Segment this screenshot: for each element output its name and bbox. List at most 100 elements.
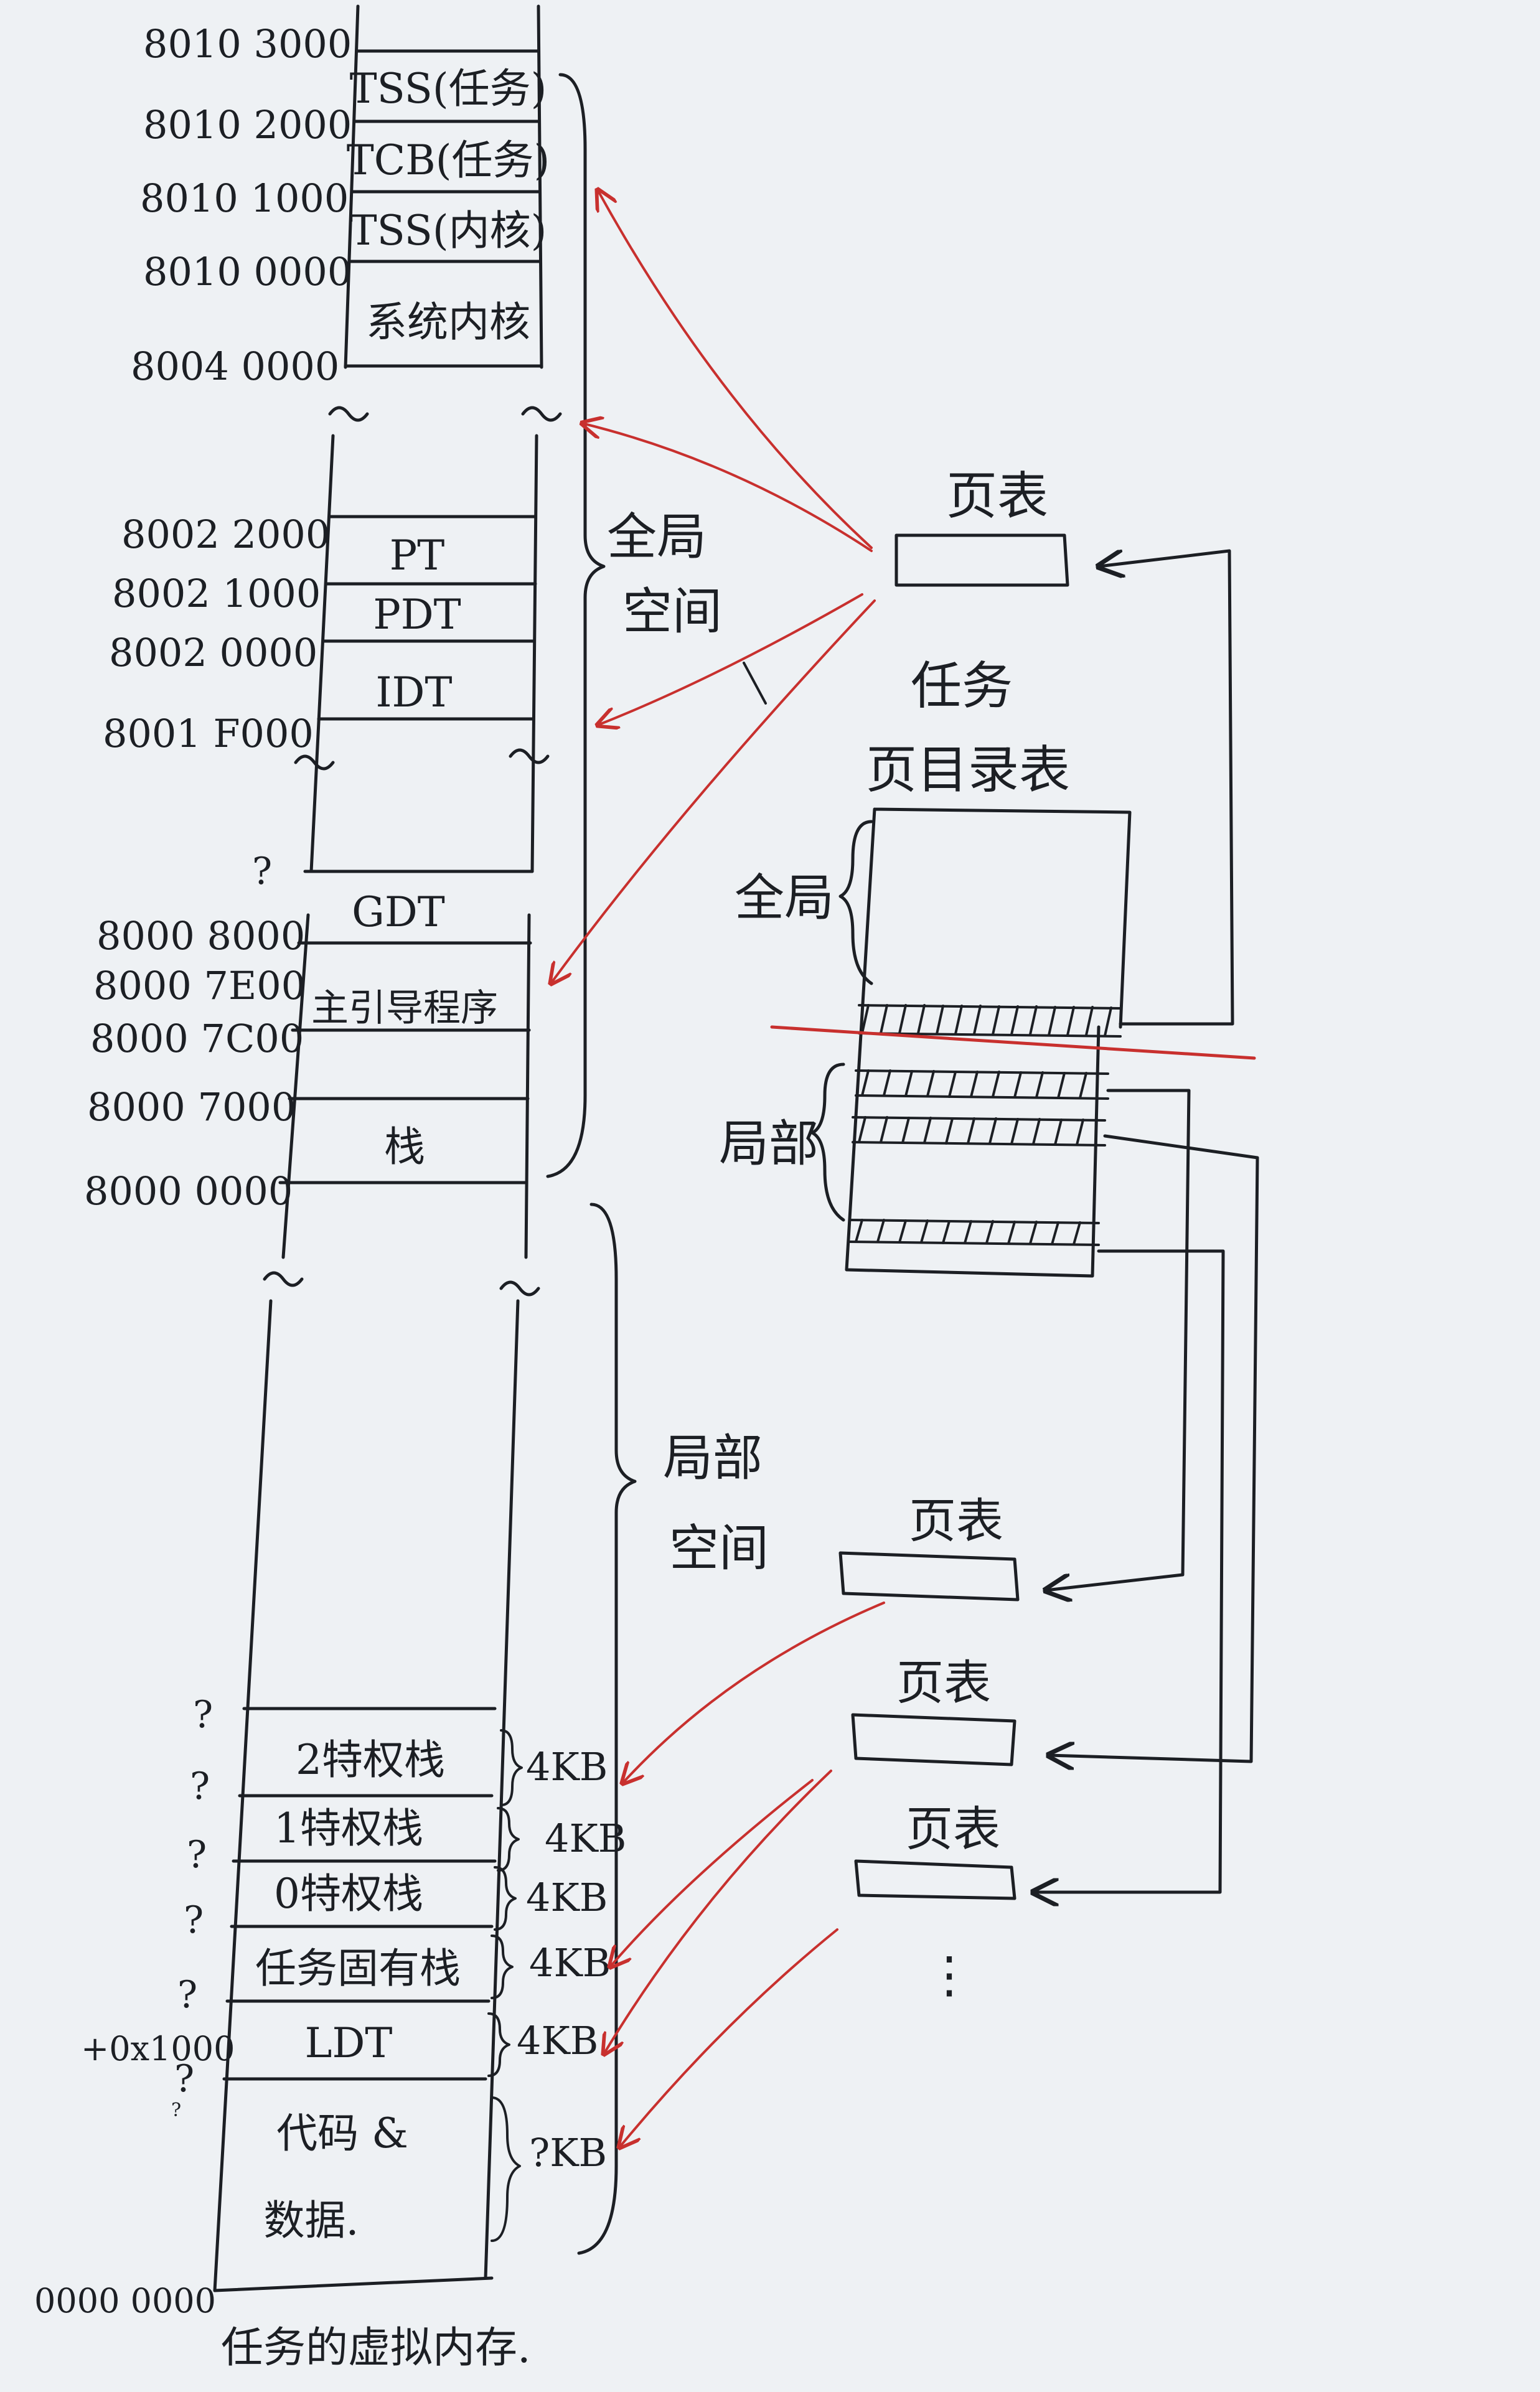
region-gdt: GDT <box>352 888 445 936</box>
column-bottom <box>213 2276 494 2292</box>
region-code-data-2: 数据. <box>264 2197 359 2244</box>
unknown-markers: ? ? ? ? ? ? ? ? +0x1000 <box>81 850 272 2121</box>
question-mark: ? <box>193 1693 213 1737</box>
question-mark: ? <box>184 1898 204 1942</box>
addr-8001-f000: 8001 F000 <box>103 711 314 756</box>
map-arrow-bootloader <box>551 599 876 983</box>
addr-8000-8000: 8000 8000 <box>96 913 305 959</box>
size-code-data: ?KB <box>529 2130 607 2175</box>
region-tcb-task: TCB(任务) <box>347 136 550 184</box>
addr-8010-3000: 8010 3000 <box>143 21 352 67</box>
page-table-box <box>851 1713 1016 1766</box>
global-space-label-1: 全局 <box>607 508 707 566</box>
region-ldt: LDT <box>305 2019 393 2067</box>
question-mark: ? <box>177 1973 197 2017</box>
column-right-wall <box>484 4 543 2280</box>
region-pdt: PDT <box>373 591 461 639</box>
memory-column <box>213 4 562 2292</box>
break-mark-1 <box>328 406 562 422</box>
question-mark: ? <box>190 1765 210 1808</box>
region-code-data-1: 代码 & <box>276 2109 408 2157</box>
page-directory-title-2: 页目录表 <box>866 741 1070 800</box>
map-arrow-tcb <box>598 190 873 549</box>
global-space-brace: 全局 空间 <box>546 73 722 1178</box>
local-pointer-arrow-3 <box>1033 1249 1225 1892</box>
size-braces: 4KB 4KB 4KB 4KB 4KB ?KB <box>487 1729 626 2242</box>
addr-8004-0000: 8004 0000 <box>131 344 339 389</box>
page-table-local-1: 页表 <box>838 1493 1020 1602</box>
question-mark: ? <box>252 850 272 893</box>
offset-label: +0x1000 <box>81 2029 235 2068</box>
addr-8010-1000: 8010 1000 <box>140 176 349 221</box>
size-priv0-stack: 4KB <box>526 1875 608 1920</box>
map-arrow-code-data <box>619 1928 838 2147</box>
map-arrow-idt <box>598 593 863 725</box>
map-arrow-priv2-stack <box>622 1602 885 1783</box>
map-arrow-ldt <box>604 1770 832 2054</box>
question-mark: ? <box>174 2057 194 2101</box>
page-table-box <box>894 533 1069 587</box>
local-space-label-2: 空间 <box>669 1519 769 1577</box>
page-table-local-3: 页表 <box>854 1801 1016 1900</box>
page-directory-global-label: 全局 <box>735 869 834 927</box>
size-ldt: 4KB <box>517 2018 598 2063</box>
addr-8000-7000: 8000 7000 <box>87 1084 296 1130</box>
page-table-label: 页表 <box>906 1801 1000 1857</box>
region-bootloader: 主引导程序 <box>311 987 498 1030</box>
page-directory-title-1: 任务 <box>911 657 1013 716</box>
map-arrow-task-stack <box>610 1779 814 1967</box>
page-table-global: 页表 <box>894 467 1069 587</box>
mapping-arrows <box>551 190 885 2147</box>
region-task-stack: 任务固有栈 <box>255 1944 461 1992</box>
column-left-wall <box>213 4 360 2292</box>
local-pointer-arrow-1 <box>1046 1089 1191 1590</box>
addr-8002-1000: 8002 1000 <box>112 571 321 616</box>
page-table-label: 页表 <box>909 1493 1003 1549</box>
page-directory-local-label: 局部 <box>719 1115 819 1173</box>
region-tss-kernel: TSS(内核) <box>350 207 547 255</box>
region-system-kernel: 系统内核 <box>366 298 530 346</box>
local-entries <box>848 1069 1109 1246</box>
size-task-stack: 4KB <box>529 1940 611 1986</box>
global-space-label-2: 空间 <box>622 583 722 640</box>
region-priv2-stack: 2特权栈 <box>296 1736 445 1784</box>
global-boundary-hatch <box>858 1004 1122 1038</box>
page-table-box <box>838 1551 1020 1602</box>
break-mark-2 <box>294 748 550 771</box>
addr-0000-0000: 0000 0000 <box>34 2281 216 2320</box>
region-idt: IDT <box>375 668 452 716</box>
page-table-label: 页表 <box>896 1655 991 1710</box>
region-tss-task: TSS(任务) <box>350 65 547 113</box>
region-labels: TSS(任务) TCB(任务) TSS(内核) 系统内核 PT PDT IDT … <box>255 65 550 2244</box>
address-labels: 8010 3000 8010 2000 8010 1000 8010 0000 … <box>34 21 352 2320</box>
directory-pointers <box>1033 549 1259 1892</box>
break-mark-3 <box>263 1271 540 1297</box>
global-pointer-arrow <box>1099 549 1234 1026</box>
page-table-local-2: 页表 <box>851 1655 1016 1766</box>
region-stack: 栈 <box>384 1123 425 1171</box>
diagram-caption: 任务的虚拟内存. <box>221 2324 531 2373</box>
page-directory-box <box>845 807 1132 1278</box>
addr-8000-7e00: 8000 7E00 <box>93 963 306 1008</box>
map-arrow-kernel <box>582 423 873 552</box>
addr-8000-0000: 8000 0000 <box>84 1168 293 1214</box>
page-table-label: 页表 <box>946 467 1048 526</box>
size-priv2-stack: 4KB <box>526 1744 608 1789</box>
local-entry <box>852 1116 1106 1147</box>
addr-8002-2000: 8002 2000 <box>121 512 330 557</box>
local-space-label-1: 局部 <box>663 1429 763 1487</box>
region-priv0-stack: 0特权栈 <box>274 1870 423 1918</box>
global-local-divider <box>770 1025 1256 1060</box>
local-entry <box>848 1219 1100 1246</box>
page-table-box <box>854 1859 1016 1900</box>
region-pt: PT <box>390 532 444 579</box>
size-priv1-stack: 4KB <box>545 1816 626 1861</box>
page-directory: 任务 页目录表 全局 <box>719 657 1256 1278</box>
local-space-brace: 局部 空间 <box>577 1203 769 2255</box>
question-mark: ? <box>171 2099 181 2121</box>
region-priv1-stack: 1特权栈 <box>274 1804 423 1852</box>
question-mark: ? <box>187 1833 207 1877</box>
local-pointer-arrow-2 <box>1049 1134 1259 1761</box>
addr-8000-7c00: 8000 7C00 <box>90 1016 304 1061</box>
